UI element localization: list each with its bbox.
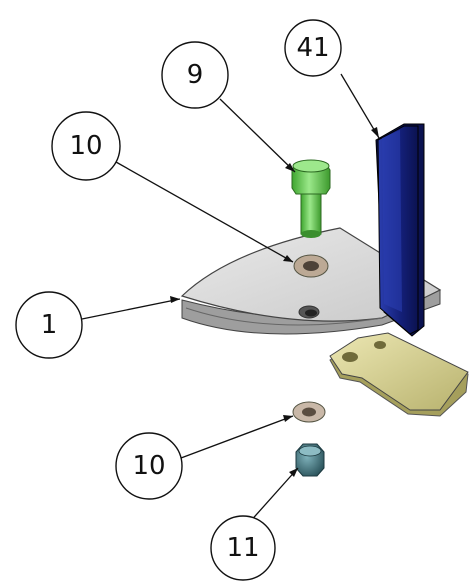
balloon-11-label: 11 [226, 533, 259, 563]
balloon-10-lower: 10 [115, 432, 183, 500]
washer-upper-part [293, 254, 329, 278]
balloon-11: 11 [210, 515, 276, 581]
balloon-1: 1 [15, 291, 83, 359]
nut-part [295, 443, 325, 477]
balloon-9-label: 9 [187, 60, 204, 90]
balloon-10-lower-label: 10 [132, 451, 165, 481]
washer-lower-part [292, 401, 326, 423]
post-part [375, 123, 425, 337]
balloon-9: 9 [161, 41, 229, 109]
balloon-10-upper: 10 [51, 111, 121, 181]
balloon-10-upper-label: 10 [69, 131, 102, 161]
balloon-1-label: 1 [41, 310, 58, 340]
balloon-41-label: 41 [296, 33, 329, 63]
bracket-part [329, 332, 469, 417]
leader-lines [81, 73, 380, 525]
bolt-part [291, 159, 331, 238]
balloon-41: 41 [284, 19, 342, 77]
